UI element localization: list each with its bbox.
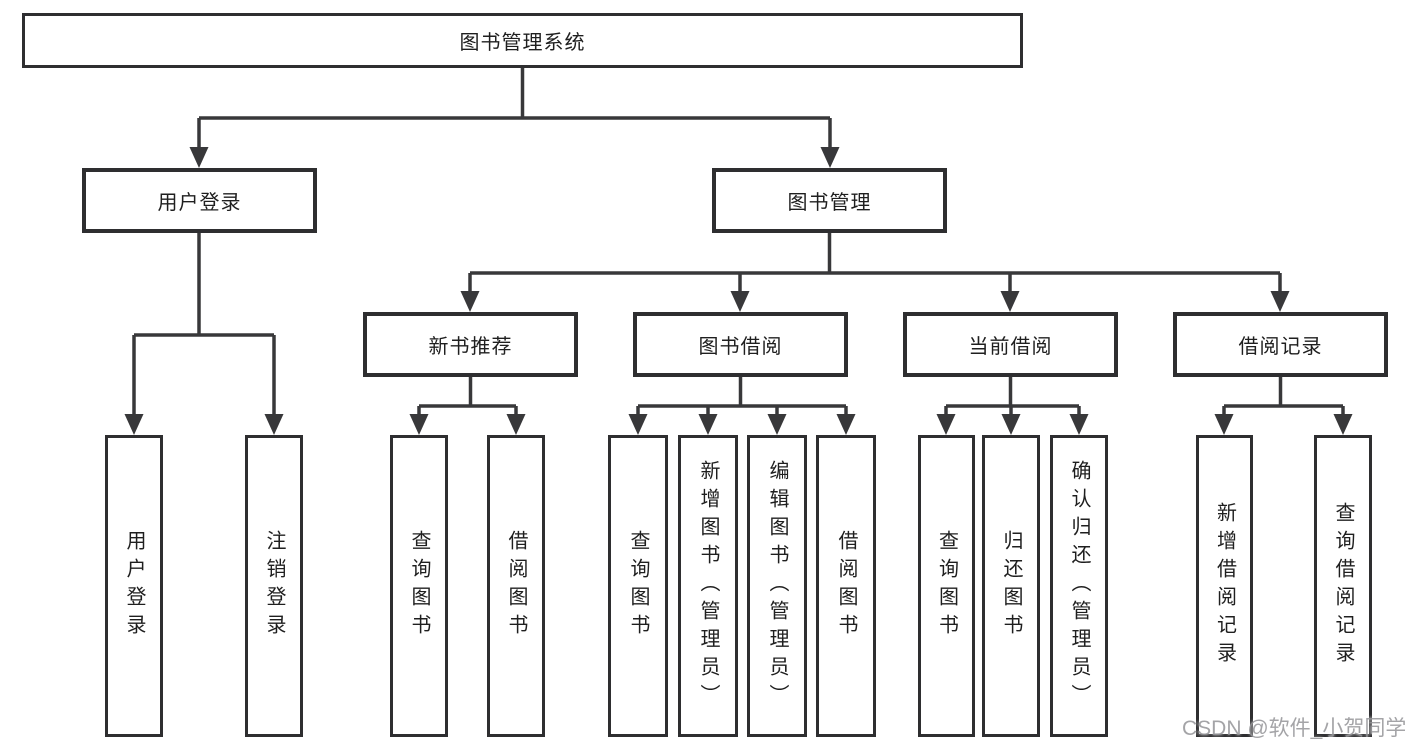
node-new-book-recommend: 新书推荐: [363, 312, 578, 377]
leaf-label: 查询图书: [627, 530, 649, 642]
node-label: 图书借阅: [698, 336, 783, 358]
leaf-bb-query-books: 查询图书: [608, 435, 668, 737]
leaf-label: 编辑图书（管理员）: [766, 460, 788, 712]
node-label: 图书管理系统: [459, 32, 586, 54]
leaf-label: 归还图书: [1000, 530, 1022, 642]
node-label: 借阅记录: [1238, 336, 1323, 358]
leaf-label: 查询图书: [935, 530, 958, 642]
leaf-bb-add-books-admin: 新增图书（管理员）: [678, 435, 738, 737]
node-label: 新书推荐: [428, 336, 513, 358]
leaf-label: 借阅图书: [505, 530, 527, 642]
watermark: CSDN @软件_小贺同学: [1182, 717, 1405, 740]
node-current-borrowing: 当前借阅: [903, 312, 1118, 377]
leaf-cb-query-books: 查询图书: [918, 435, 975, 737]
node-label: 图书管理: [787, 192, 872, 214]
node-label: 用户登录: [157, 192, 242, 214]
leaf-label: 注销登录: [263, 530, 285, 642]
leaf-bb-edit-books-admin: 编辑图书（管理员）: [747, 435, 807, 737]
leaf-br-query-record: 查询借阅记录: [1314, 435, 1372, 737]
leaf-label: 确认归还（管理员）: [1068, 460, 1090, 712]
node-book-borrowing: 图书借阅: [633, 312, 848, 377]
leaf-cb-return-books: 归还图书: [982, 435, 1040, 737]
leaf-label: 查询图书: [408, 530, 430, 642]
leaf-label: 查询借阅记录: [1332, 502, 1354, 670]
leaf-cb-confirm-return-admin: 确认归还（管理员）: [1050, 435, 1108, 737]
node-book-management: 图书管理: [712, 168, 947, 233]
node-borrow-records: 借阅记录: [1173, 312, 1388, 377]
node-user-login: 用户登录: [82, 168, 317, 233]
leaf-label: 用户登录: [123, 530, 145, 642]
leaf-label: 新增借阅记录: [1213, 502, 1236, 670]
leaf-label: 新增图书（管理员）: [697, 460, 719, 712]
node-label: 当前借阅: [968, 336, 1053, 358]
leaf-logout: 注销登录: [245, 435, 303, 737]
leaf-nb-borrow-books: 借阅图书: [487, 435, 545, 737]
leaf-bb-borrow-books: 借阅图书: [816, 435, 876, 737]
leaf-user-login: 用户登录: [105, 435, 163, 737]
node-library-management-system: 图书管理系统: [22, 13, 1023, 68]
leaf-nb-query-books: 查询图书: [390, 435, 448, 737]
leaf-label: 借阅图书: [835, 530, 857, 642]
leaf-br-add-record: 新增借阅记录: [1196, 435, 1253, 737]
